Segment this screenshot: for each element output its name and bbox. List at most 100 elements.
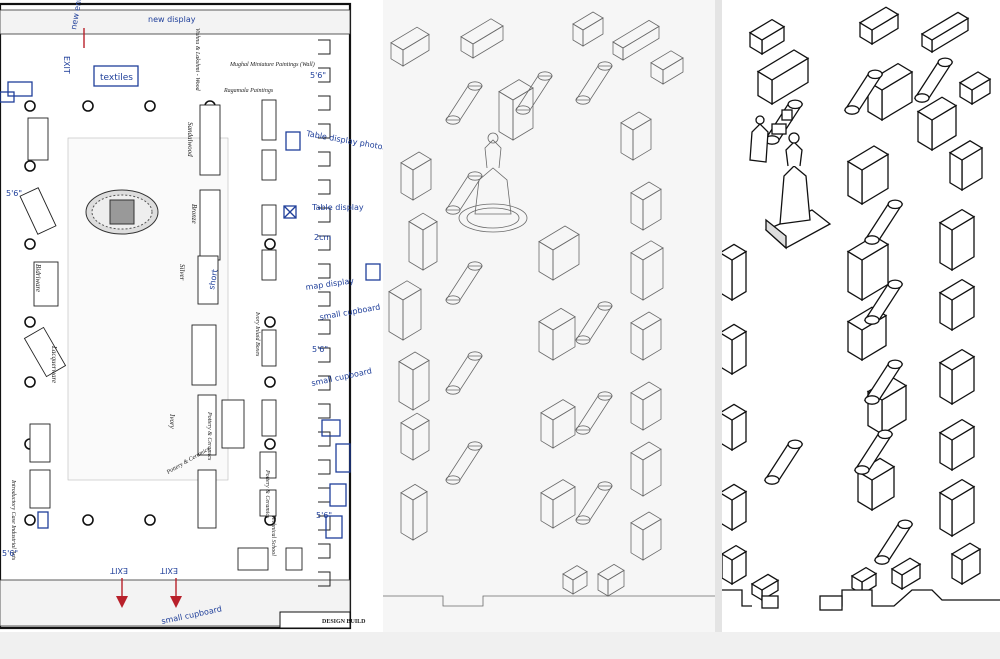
iso-column — [445, 441, 483, 485]
note-dim-5-6-c: 5'6" — [316, 511, 332, 520]
iso-box — [938, 278, 976, 332]
sketch-columns — [445, 61, 613, 525]
wall-bay — [318, 179, 331, 195]
wall-bay — [318, 431, 331, 447]
iso-box — [538, 225, 580, 281]
iso-box — [630, 181, 662, 231]
gallery-label-12: Technical School — [270, 515, 276, 556]
iso-column — [913, 57, 954, 103]
title-block-design-build: DESIGN BUILD — [322, 619, 366, 625]
wall-bay — [318, 123, 331, 139]
iso-box — [498, 79, 534, 141]
plan-column — [24, 160, 36, 172]
plan-right-wall — [318, 39, 331, 587]
pencil-sketch-svg — [383, 11, 715, 607]
fountain — [85, 189, 159, 235]
sketch-display-cases — [388, 11, 684, 597]
wall-bay — [318, 207, 331, 223]
iso-box — [890, 557, 922, 591]
gallery-label-3: Silver — [178, 264, 186, 281]
ink-bottom-rects — [761, 595, 843, 611]
plan-column — [24, 100, 36, 112]
iso-column — [863, 199, 904, 245]
iso-column — [863, 279, 904, 325]
iso-box — [540, 479, 576, 529]
plan-column — [144, 100, 156, 112]
iso-column — [763, 439, 804, 485]
ink-display-cases — [722, 6, 992, 602]
note-exit-bottom-2: EXIT — [160, 566, 178, 575]
gallery-label-2: Bronze — [190, 204, 198, 224]
note-table-display: Table display — [311, 203, 364, 212]
note-2cm: 2cm — [314, 233, 331, 242]
iso-box — [748, 18, 786, 56]
iso-box — [612, 19, 660, 61]
iso-box — [938, 208, 976, 272]
gallery-label-11: Ivory Inlaid Boxes — [254, 311, 260, 357]
plan-column — [82, 100, 94, 112]
wall-bay — [318, 347, 331, 363]
gallery-label-9: Pottery & Ceramics — [264, 469, 270, 519]
ink-columns — [763, 57, 954, 565]
iso-box — [597, 563, 625, 597]
iso-box — [722, 243, 748, 302]
gallery-label-5: Lacquerware — [50, 345, 58, 383]
panel-divider — [715, 0, 722, 632]
exit-arrow-bottom-2 — [170, 596, 182, 608]
iso-box — [722, 483, 748, 532]
iso-box — [630, 511, 662, 561]
exit-arrow-bottom-1 — [116, 596, 128, 608]
gallery-label-1: Sandalwood — [186, 122, 194, 157]
label-plan-subtitle: Ragamala Paintings — [223, 88, 274, 94]
plan-column — [82, 514, 94, 526]
iso-column — [853, 429, 894, 475]
iso-column — [445, 171, 483, 215]
iso-box — [858, 6, 900, 46]
iso-box — [540, 399, 576, 449]
ink-statue — [749, 109, 832, 250]
iso-box — [948, 140, 984, 192]
iso-box — [398, 351, 430, 411]
iso-box — [722, 403, 748, 452]
ink-drawing-panel — [722, 0, 1000, 632]
plan-column — [24, 514, 36, 526]
iso-box — [620, 111, 652, 161]
iso-box — [846, 145, 890, 206]
note-exit-top: EXIT — [62, 56, 71, 74]
wall-bay — [318, 319, 331, 335]
iso-column — [575, 301, 613, 345]
plan-column — [24, 376, 36, 388]
note-new-display: new display — [148, 15, 196, 24]
iso-column — [863, 359, 904, 405]
iso-box — [630, 311, 662, 361]
iso-box — [538, 307, 576, 361]
note-dim-6-6: 5'6" — [6, 189, 22, 198]
sketch-bottom-wall — [383, 595, 715, 607]
floor-plan-svg: Mughal Miniature Paintings (Wall) Ragama… — [0, 0, 383, 630]
wall-bay — [318, 67, 331, 83]
sketch-statue — [458, 132, 528, 233]
iso-column — [445, 261, 483, 305]
wall-bay — [318, 543, 331, 559]
wall-bay — [318, 151, 331, 167]
plan-outer-wall — [0, 2, 352, 630]
gallery-label-4: Ivory — [168, 413, 176, 430]
iso-box — [630, 441, 662, 497]
display-cases — [19, 99, 303, 571]
iso-column — [445, 351, 483, 395]
iso-box — [756, 49, 810, 106]
iso-box — [572, 11, 604, 47]
ink-drawing-svg — [722, 6, 1000, 611]
note-exit-bottom-1: EXIT — [110, 566, 128, 575]
wall-bay — [318, 375, 331, 391]
wall-bay — [318, 459, 331, 475]
annotated-floor-plan: Mughal Miniature Paintings (Wall) Ragama… — [0, 0, 383, 632]
iso-box — [856, 457, 896, 512]
iso-box — [938, 348, 976, 406]
note-table-display-photos: Table display photos — [305, 129, 383, 152]
label-deity: Vishnu & Lakshmi - Wood — [194, 28, 200, 92]
label-plan-title: Mughal Miniature Paintings (Wall) — [229, 61, 315, 68]
gallery-label-10: Introductory Case Industrial Arts — [10, 479, 16, 561]
iso-box — [958, 71, 992, 106]
iso-column — [873, 519, 914, 565]
